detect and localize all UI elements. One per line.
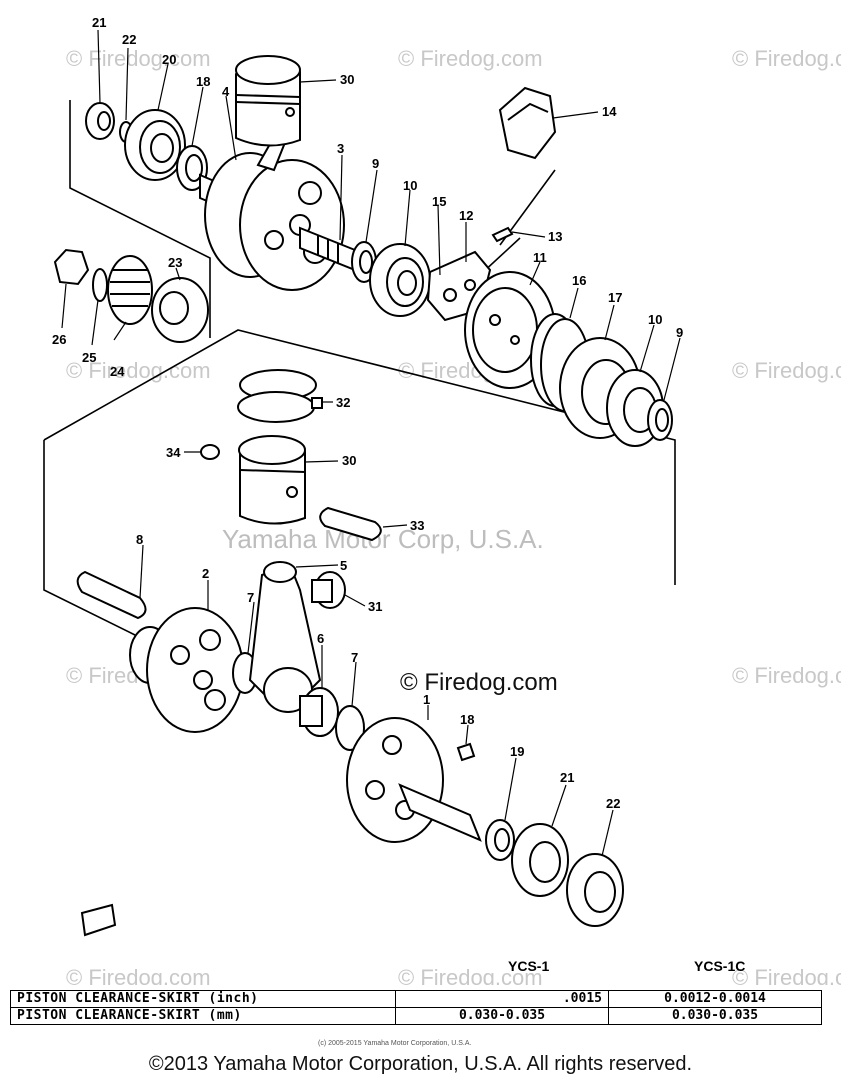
callout-11: 11: [533, 250, 547, 265]
callout-15: 16: [572, 273, 586, 288]
watermark: © Firedog.com: [66, 965, 211, 985]
callout-2: 2: [202, 566, 209, 581]
callout-25: 22: [122, 32, 136, 47]
watermark: © Firedog.com: [66, 358, 211, 383]
callout-12: 12: [459, 208, 473, 223]
top-crank-assembly: [53, 55, 673, 447]
column-header-ycs1: YCS-1: [508, 958, 550, 974]
cell-value: 0.0012-0.0014: [608, 990, 822, 1008]
callout-13: 13: [548, 229, 562, 244]
callout-26: 23: [168, 255, 182, 270]
callout-17: 15: [432, 194, 446, 209]
callout-32: 31: [368, 599, 382, 614]
cell-value: 0.030-0.035: [395, 1007, 609, 1025]
callout-6: 6: [317, 631, 324, 646]
bottom-crank-assembly: [76, 369, 624, 937]
callout-9-right: 9: [676, 325, 683, 340]
callout-30-top: 30: [340, 72, 354, 87]
callout-24: 21: [92, 15, 106, 30]
table-row: PISTON CLEARANCE-SKIRT (mm) 0.030-0.035 …: [10, 1007, 822, 1025]
callout-27: 24: [110, 364, 125, 379]
cell-value: 0.030-0.035: [608, 1007, 822, 1025]
callout-18: 18: [460, 712, 474, 727]
row-label: PISTON CLEARANCE-SKIRT (mm): [10, 1007, 396, 1025]
watermark: © Firedog.com: [732, 358, 841, 383]
callout-29: 26: [52, 332, 66, 347]
table-row: PISTON CLEARANCE-SKIRT (inch) .0015 0.00…: [10, 990, 822, 1008]
watermark: © Firedog.com: [732, 965, 841, 985]
watermark: © Firedog.com: [398, 46, 543, 71]
assembly-frame-lines: [43, 100, 676, 636]
callout-34: 34: [166, 445, 181, 460]
callout-4: 4: [222, 84, 230, 99]
callout-20: 18: [196, 74, 210, 89]
watermark: © Firedog.com: [66, 46, 211, 71]
callout-5: 5: [340, 558, 347, 573]
callout-3: 3: [337, 141, 344, 156]
row-label: PISTON CLEARANCE-SKIRT (inch): [10, 990, 396, 1008]
callout-22: 22: [606, 796, 620, 811]
part-callouts: 21 22 20 18 4 30 3 9 10 15 12 13 11 16 1…: [52, 15, 683, 811]
watermark-center: Yamaha Motor Corp, U.S.A.: [222, 524, 544, 554]
callout-30-bottom: 30: [342, 453, 356, 468]
watermarks: © Firedog.com © Firedog.com © Firedog.co…: [66, 46, 841, 985]
exploded-parts-diagram: © Firedog.com © Firedog.com © Firedog.co…: [43, 15, 841, 985]
callout-8: 8: [136, 532, 143, 547]
callout-16: 17: [608, 290, 622, 305]
copyright-notice: ©2013 Yamaha Motor Corporation, U.S.A. A…: [148, 1053, 693, 1075]
callout-31: 32: [336, 395, 350, 410]
callout-7-left: 7: [247, 590, 254, 605]
callout-9-left: 9: [372, 156, 379, 171]
watermark: © Firedog.com: [732, 46, 841, 71]
callout-28: 25: [82, 350, 96, 365]
callout-7-right: 7: [351, 650, 358, 665]
callout-14: 14: [602, 104, 617, 119]
firedog-brand: © Firedog.com: [400, 669, 558, 696]
callout-10-right: 10: [648, 312, 662, 327]
spec-table: PISTON CLEARANCE-SKIRT (inch) .0015 0.00…: [10, 990, 822, 1025]
callout-10-left: 10: [403, 178, 417, 193]
callout-1: 1: [423, 692, 430, 707]
front-direction-icon: [80, 903, 117, 937]
callout-21: 21: [560, 770, 574, 785]
callout-33: 33: [410, 518, 424, 533]
column-header-ycs1c: YCS-1C: [694, 958, 746, 974]
watermark: © Firedog.com: [732, 663, 841, 688]
leader-lines: [61, 29, 681, 857]
cell-value: .0015: [395, 990, 609, 1008]
watermark: © Firedog.com: [398, 965, 543, 985]
callout-19: 19: [510, 744, 524, 759]
callout-23: 20: [162, 52, 176, 67]
small-copyright: (c) 2005-2015 Yamaha Motor Corporation, …: [318, 1040, 472, 1047]
